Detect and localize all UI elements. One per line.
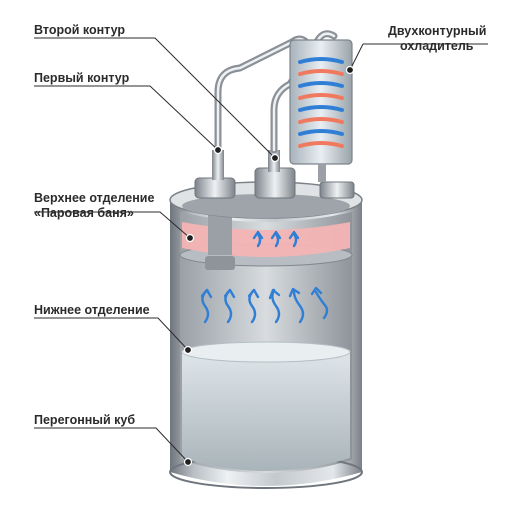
steam-bath-zone bbox=[182, 215, 350, 270]
label-still-pot: Перегонный куб bbox=[34, 413, 136, 427]
leader-lines bbox=[34, 37, 488, 463]
liquid-fill bbox=[181, 341, 351, 471]
label-upper-line2: «Паровая баня» bbox=[34, 206, 134, 220]
vapor-arrows bbox=[200, 230, 329, 324]
tank-lid bbox=[169, 150, 363, 219]
label-lower-section: Нижнее отделение bbox=[34, 303, 150, 317]
label-cooler-line2: охладитель bbox=[400, 39, 474, 53]
label-cooler-line1: Двухконтурный bbox=[388, 24, 487, 38]
label-upper-line1: Верхнее отделение bbox=[34, 191, 155, 205]
cooler-unit bbox=[289, 39, 353, 182]
leader-dots bbox=[183, 65, 355, 467]
label-first-contour: Первый контур bbox=[34, 71, 130, 85]
label-second-contour: Второй контур bbox=[34, 23, 126, 37]
